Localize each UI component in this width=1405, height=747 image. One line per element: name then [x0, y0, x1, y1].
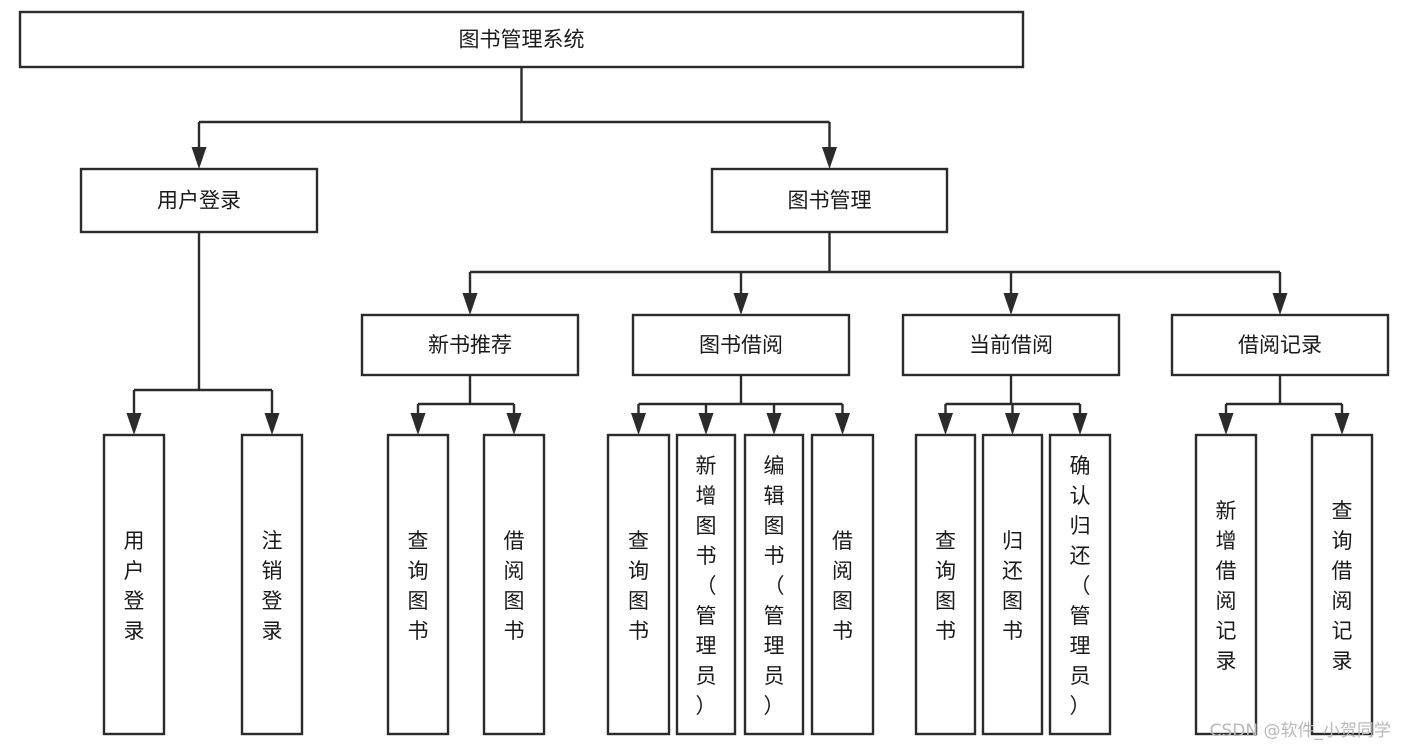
node-box: [79, 167, 319, 234]
node-leaf_rec_0[interactable]: 新增借阅记录: [1194, 433, 1258, 736]
node-l2_0[interactable]: 用户登录: [79, 167, 319, 234]
node-box: [360, 313, 580, 377]
node-l2_1[interactable]: 图书管理: [710, 167, 949, 234]
edge-group-l3_2: [938, 375, 1088, 435]
edge-arrowhead: [1272, 293, 1288, 315]
node-leaf_login_1[interactable]: 注销登录: [240, 433, 304, 736]
edge-arrowhead: [1072, 413, 1088, 435]
node-leaf_new_0[interactable]: 查询图书: [386, 433, 450, 736]
edge-arrowhead: [506, 413, 522, 435]
edge-arrowhead: [938, 413, 953, 435]
edge-group-l3_1: [631, 375, 850, 435]
node-box: [675, 433, 737, 736]
node-label: 查询图书: [408, 529, 429, 643]
edge-group-root: [191, 67, 837, 169]
node-box: [914, 433, 977, 736]
edge-arrowhead: [191, 147, 207, 169]
node-l3_2[interactable]: 当前借阅: [901, 313, 1121, 377]
node-label: 注销登录: [262, 529, 283, 643]
node-label: 借阅图书: [504, 529, 525, 643]
node-box: [1194, 433, 1258, 736]
edge-group-l2_0: [126, 232, 280, 435]
node-leaf_borrow_3[interactable]: 借阅图书: [810, 433, 875, 736]
edge-arrowhead: [1005, 413, 1020, 435]
node-box: [810, 433, 875, 736]
node-label: 查询借阅记录: [1332, 499, 1353, 673]
edge-arrowhead: [1003, 293, 1019, 315]
node-box: [1170, 313, 1390, 377]
node-box: [606, 433, 671, 736]
node-box: [1048, 433, 1112, 736]
node-leaf_new_1[interactable]: 借阅图书: [482, 433, 546, 736]
node-label: 查询图书: [935, 529, 956, 643]
node-label: 图书管理系统: [459, 28, 585, 52]
node-leaf_borrow_0[interactable]: 查询图书: [606, 433, 671, 736]
node-leaf_cur_1[interactable]: 归还图书: [981, 433, 1044, 736]
edge-arrowhead: [462, 293, 478, 315]
node-label: 借阅记录: [1238, 333, 1322, 357]
node-leaf_cur_0[interactable]: 查询图书: [914, 433, 977, 736]
node-root[interactable]: 图书管理系统: [18, 10, 1025, 69]
node-box: [240, 433, 304, 736]
node-label: 图书管理: [788, 189, 872, 213]
edge-arrowhead: [264, 413, 280, 435]
edge-arrowhead: [822, 147, 837, 169]
node-label: 归还图书: [1002, 529, 1023, 643]
node-leaf_borrow_1[interactable]: 新增图书（管理员）: [675, 433, 737, 736]
edge-arrowhead: [1218, 413, 1234, 435]
node-box: [102, 433, 166, 736]
node-box: [482, 433, 546, 736]
node-box: [631, 313, 851, 377]
node-label: 新书推荐: [428, 333, 512, 357]
edge-group-l2_1: [462, 232, 1288, 315]
node-label: 确认归还（管理员）: [1070, 454, 1091, 718]
node-label: 用户登录: [124, 529, 145, 643]
node-leaf_borrow_2[interactable]: 编辑图书（管理员）: [743, 433, 805, 736]
node-label: 当前借阅: [969, 333, 1053, 357]
edge-arrowhead: [835, 413, 850, 435]
nodes-layer: 图书管理系统用户登录图书管理新书推荐图书借阅当前借阅借阅记录用户登录注销登录查询…: [18, 10, 1390, 736]
edge-arrowhead: [410, 413, 426, 435]
node-leaf_cur_2[interactable]: 确认归还（管理员）: [1048, 433, 1112, 736]
node-l3_1[interactable]: 图书借阅: [631, 313, 851, 377]
node-label: 用户登录: [157, 189, 241, 213]
node-box: [386, 433, 450, 736]
node-box: [1310, 433, 1374, 736]
node-leaf_rec_1[interactable]: 查询借阅记录: [1310, 433, 1374, 736]
edge-group-l3_0: [410, 375, 522, 435]
edges-layer: [126, 67, 1350, 435]
edge-group-l3_3: [1218, 375, 1350, 435]
node-label: 图书借阅: [699, 333, 783, 357]
node-box: [981, 433, 1044, 736]
edge-arrowhead: [631, 413, 646, 435]
watermark-label: CSDN @软件_小贺同学: [1209, 721, 1391, 741]
node-box: [901, 313, 1121, 377]
node-l3_3[interactable]: 借阅记录: [1170, 313, 1390, 377]
node-label: 借阅图书: [832, 529, 853, 643]
node-label: 编辑图书（管理员）: [764, 454, 785, 718]
edge-arrowhead: [733, 293, 749, 315]
edge-arrowhead: [126, 413, 142, 435]
node-box: [743, 433, 805, 736]
node-label: 新增借阅记录: [1216, 499, 1237, 673]
node-label: 新增图书（管理员）: [696, 454, 717, 718]
node-box: [18, 10, 1025, 69]
node-box: [710, 167, 949, 234]
edge-arrowhead: [766, 413, 782, 435]
node-label: 查询图书: [628, 529, 649, 643]
node-l3_0[interactable]: 新书推荐: [360, 313, 580, 377]
edge-arrowhead: [1334, 413, 1350, 435]
node-leaf_login_0[interactable]: 用户登录: [102, 433, 166, 736]
edge-arrowhead: [698, 413, 714, 435]
